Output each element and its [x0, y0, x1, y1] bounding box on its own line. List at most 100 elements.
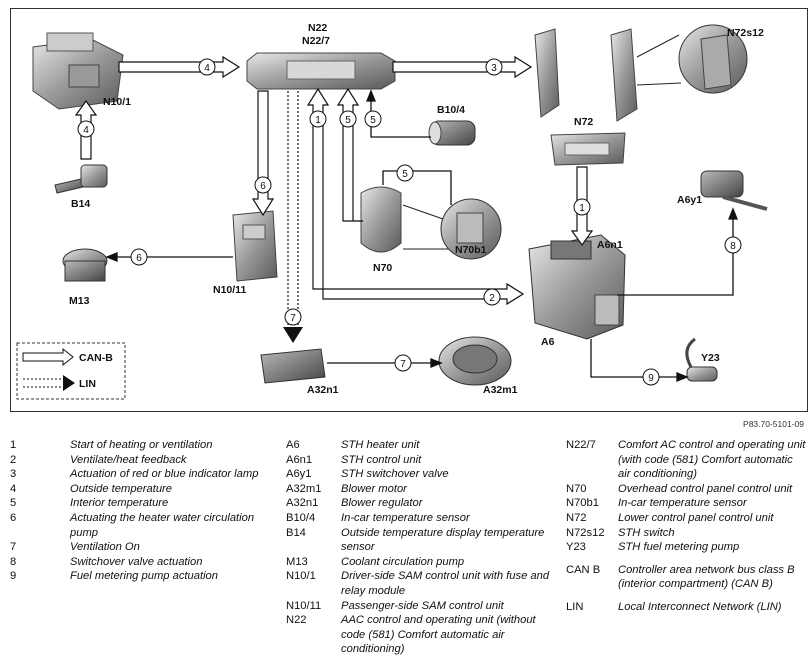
key-code: 5 [10, 497, 17, 510]
key-code: 7 [10, 541, 17, 554]
key-code: 4 [10, 482, 17, 495]
arrow-5-up [336, 87, 360, 222]
legend: CAN-B LIN [16, 342, 126, 400]
arrow-6-down [251, 90, 275, 217]
a32n1-blower-regulator [260, 348, 326, 384]
key-description: Interior temperature [70, 497, 169, 510]
key-description: Comfort AC control and operating unit (w… [618, 439, 806, 481]
a6-heater-unit [528, 234, 626, 340]
key-description: Actuating the heater water circulation p… [70, 511, 255, 539]
a32m1-blower-motor [438, 336, 512, 386]
key-description: STH switch [618, 526, 675, 539]
key-code: B10/4 [286, 511, 316, 524]
key-description: STH control unit [341, 453, 422, 466]
key-code: 8 [10, 555, 17, 568]
key-description: Start of heating or ventilation [70, 439, 213, 451]
label-n70b1: N70b1 [455, 244, 487, 256]
a6y1-switchover-valve [700, 170, 768, 211]
key-code: N22 [286, 614, 307, 627]
signal-7-vert: 7 [290, 313, 296, 324]
b14-temperature-sensor [54, 164, 108, 194]
n10-11-sam-module [232, 210, 278, 282]
key-row: 8 Switchover valve actuation [10, 555, 280, 570]
signal-9: 9 [648, 373, 654, 384]
signal-1-left: 1 [315, 115, 321, 126]
key-code: LIN [566, 600, 584, 613]
key-code: 9 [10, 570, 17, 583]
key-description: Fuel metering pump actuation [70, 570, 219, 583]
key-row: N72 Lower control panel control unit [566, 511, 806, 526]
signal-3: 3 [491, 63, 497, 74]
label-b14: B14 [71, 198, 90, 210]
key-row: N70b1 In-car temperature sensor [566, 496, 806, 511]
key-code: 3 [10, 468, 17, 481]
signal-7-horiz: 7 [400, 359, 406, 370]
label-n70: N70 [373, 262, 392, 274]
key-row: N10/1 Driver-side SAM control unit with f… [286, 569, 556, 598]
key-description: STH fuel metering pump [618, 541, 740, 554]
arrow-5-right [370, 91, 431, 138]
signal-5-mid: 5 [345, 115, 351, 126]
key-description: In-car temperature sensor [618, 497, 747, 510]
legend-canb-label: CAN-B [79, 352, 113, 364]
key-code: A6y1 [286, 468, 312, 481]
label-y23: Y23 [701, 352, 720, 364]
key-description: Outside temperature [70, 482, 172, 495]
key-code: N70b1 [566, 497, 599, 510]
arrow-2-right [322, 282, 525, 306]
key-code: N22/7 [566, 439, 596, 451]
key-components-2: N22/7 Comfort AC control and operating un… [566, 438, 806, 615]
key-code: N72 [566, 511, 587, 524]
key-description: Lower control panel control unit [618, 511, 774, 524]
label-m13: M13 [69, 295, 90, 307]
label-n22: N22 [308, 22, 327, 34]
key-code: N10/1 [286, 570, 316, 583]
key-code: 1 [10, 439, 17, 451]
signal-5-right: 5 [370, 115, 376, 126]
key-description: Driver-side SAM control unit with fuse a… [341, 570, 550, 597]
key-description: Blower motor [341, 482, 407, 495]
key-code: A6n1 [286, 453, 313, 466]
signal-6-horiz: 6 [136, 253, 142, 264]
label-a32m1: A32m1 [483, 384, 518, 396]
n70-overhead-panel [360, 186, 502, 260]
arrow-3-top [392, 55, 533, 79]
solid-lines [105, 89, 738, 382]
key-description: STH heater unit [341, 439, 420, 451]
can-b-arrows [74, 55, 594, 306]
key-description: Switchover valve actuation [70, 555, 203, 568]
key-row: 5 Interior temperature [10, 496, 280, 511]
key-description: Passenger-side SAM control unit [341, 599, 504, 612]
y23-fuel-metering-pump [685, 337, 718, 382]
arrow-8-valve [617, 209, 734, 296]
key-row: 4 Outside temperature [10, 482, 280, 497]
lin-arrow-7 [283, 91, 303, 343]
label-a6: A6 [541, 336, 555, 348]
key-code: M13 [286, 555, 308, 568]
signal-2: 2 [489, 293, 495, 304]
arrow-9-fuel [590, 339, 687, 378]
component-labels: N22 N22/7 N10/1 B14 B10/4 N72s12 N72 A6y… [69, 22, 764, 396]
key-code: A6 [286, 439, 300, 451]
key-description: Controller area network bus class B (int… [618, 563, 795, 591]
key-code: N10/11 [286, 599, 322, 612]
key-description: Actuation of red or blue indicator lamp [70, 468, 259, 481]
label-n72s12: N72s12 [727, 27, 764, 39]
key-code: 2 [10, 453, 17, 466]
legend-lin-label: LIN [79, 378, 96, 390]
signal-5-n70: 5 [402, 169, 408, 180]
label-n10-11: N10/11 [213, 284, 246, 296]
n10-1-sam-module [32, 32, 124, 110]
diagram-frame: 4 3 4 1 5 5 5 6 6 7 7 1 2 8 9 N22 N22/7 … [10, 8, 808, 412]
figure-reference: P83.70-5101-09 [743, 419, 804, 429]
key-row: A6 STH heater unit [286, 438, 556, 453]
label-a6y1: A6y1 [677, 194, 702, 206]
